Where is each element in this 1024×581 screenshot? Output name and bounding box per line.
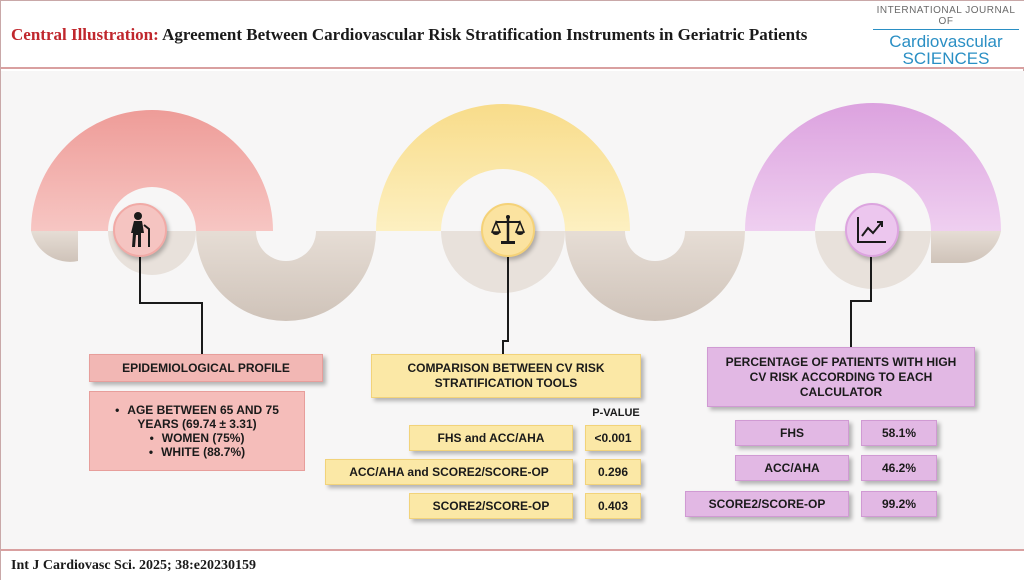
profile-heading: EPIDEMIOLOGICAL PROFILE xyxy=(89,354,323,382)
percentage-row-label: ACC/AHA xyxy=(735,455,849,481)
citation: Int J Cardiovasc Sci. 2025; 38:e20230159 xyxy=(11,558,256,573)
percentage-row-label: FHS xyxy=(735,420,849,446)
connector-line-comparison xyxy=(502,254,509,356)
footer: Int J Cardiovasc Sci. 2025; 38:e20230159 xyxy=(1,549,1024,581)
title-lead: Central Illustration: xyxy=(11,25,159,44)
comparison-row-value: 0.403 xyxy=(585,493,641,519)
trough-beige-2 xyxy=(565,231,745,321)
comparison-row-label: FHS and ACC/AHA xyxy=(409,425,573,451)
profile-details: AGE BETWEEN 65 AND 75 YEARS (69.74 ± 3.3… xyxy=(89,391,305,471)
comparison-row-value: <0.001 xyxy=(585,425,641,451)
percentage-row-value: 58.1% xyxy=(861,420,937,446)
ribbon-under-yellow xyxy=(441,231,565,293)
connector-line-profile xyxy=(139,254,203,356)
pvalue-column-header: P-VALUE xyxy=(592,407,640,419)
comparison-icon-circle xyxy=(481,203,535,257)
trough-beige-1 xyxy=(196,231,376,321)
tail-beige-right xyxy=(931,231,1001,264)
header: Central Illustration: Agreement Between … xyxy=(1,1,1024,69)
tail-beige-left xyxy=(31,231,78,262)
journal-line-3: SCIENCES xyxy=(902,49,990,68)
arch-yellow xyxy=(376,104,630,231)
journal-line-1: INTERNATIONAL JOURNAL OF xyxy=(873,5,1019,30)
profile-item-white: WHITE (88.7%) xyxy=(90,445,304,459)
comparison-row-label: ACC/AHA and SCORE2/SCORE-OP xyxy=(325,459,573,485)
connector-line-percentage xyxy=(850,254,872,349)
journal-line-2: Cardiovascular xyxy=(889,32,1003,51)
percentage-heading: PERCENTAGE OF PATIENTS WITH HIGH CV RISK… xyxy=(707,347,975,407)
comparison-heading: COMPARISON BETWEEN CV RISK STRATIFICATIO… xyxy=(371,354,641,398)
comparison-row-value: 0.296 xyxy=(585,459,641,485)
arch-purple xyxy=(745,103,1001,231)
page-title: Central Illustration: Agreement Between … xyxy=(11,25,807,45)
percentage-row-label: SCORE2/SCORE-OP xyxy=(685,491,849,517)
balance-scale-icon xyxy=(491,215,525,244)
percentage-row-value: 99.2% xyxy=(861,491,937,517)
journal-logo: INTERNATIONAL JOURNAL OF Cardiovascular … xyxy=(873,5,1019,67)
elderly-person-icon xyxy=(131,212,150,247)
ribbon-under-purple xyxy=(815,231,931,289)
percentage-row-value: 46.2% xyxy=(861,455,937,481)
comparison-row-label: SCORE2/SCORE-OP xyxy=(409,493,573,519)
wave-shapes xyxy=(31,103,1001,356)
illustration-body: EPIDEMIOLOGICAL PROFILE AGE BETWEEN 65 A… xyxy=(1,71,1024,549)
profile-list: AGE BETWEEN 65 AND 75 YEARS (69.74 ± 3.3… xyxy=(90,403,304,459)
title-text: Agreement Between Cardiovascular Risk St… xyxy=(158,25,808,44)
arch-pink xyxy=(31,110,273,231)
profile-item-age: AGE BETWEEN 65 AND 75 YEARS (69.74 ± 3.3… xyxy=(90,403,304,431)
profile-icon-circle xyxy=(113,203,167,257)
percentage-icon-circle xyxy=(845,203,899,257)
profile-item-women: WOMEN (75%) xyxy=(90,431,304,445)
trend-chart-icon xyxy=(857,217,886,243)
